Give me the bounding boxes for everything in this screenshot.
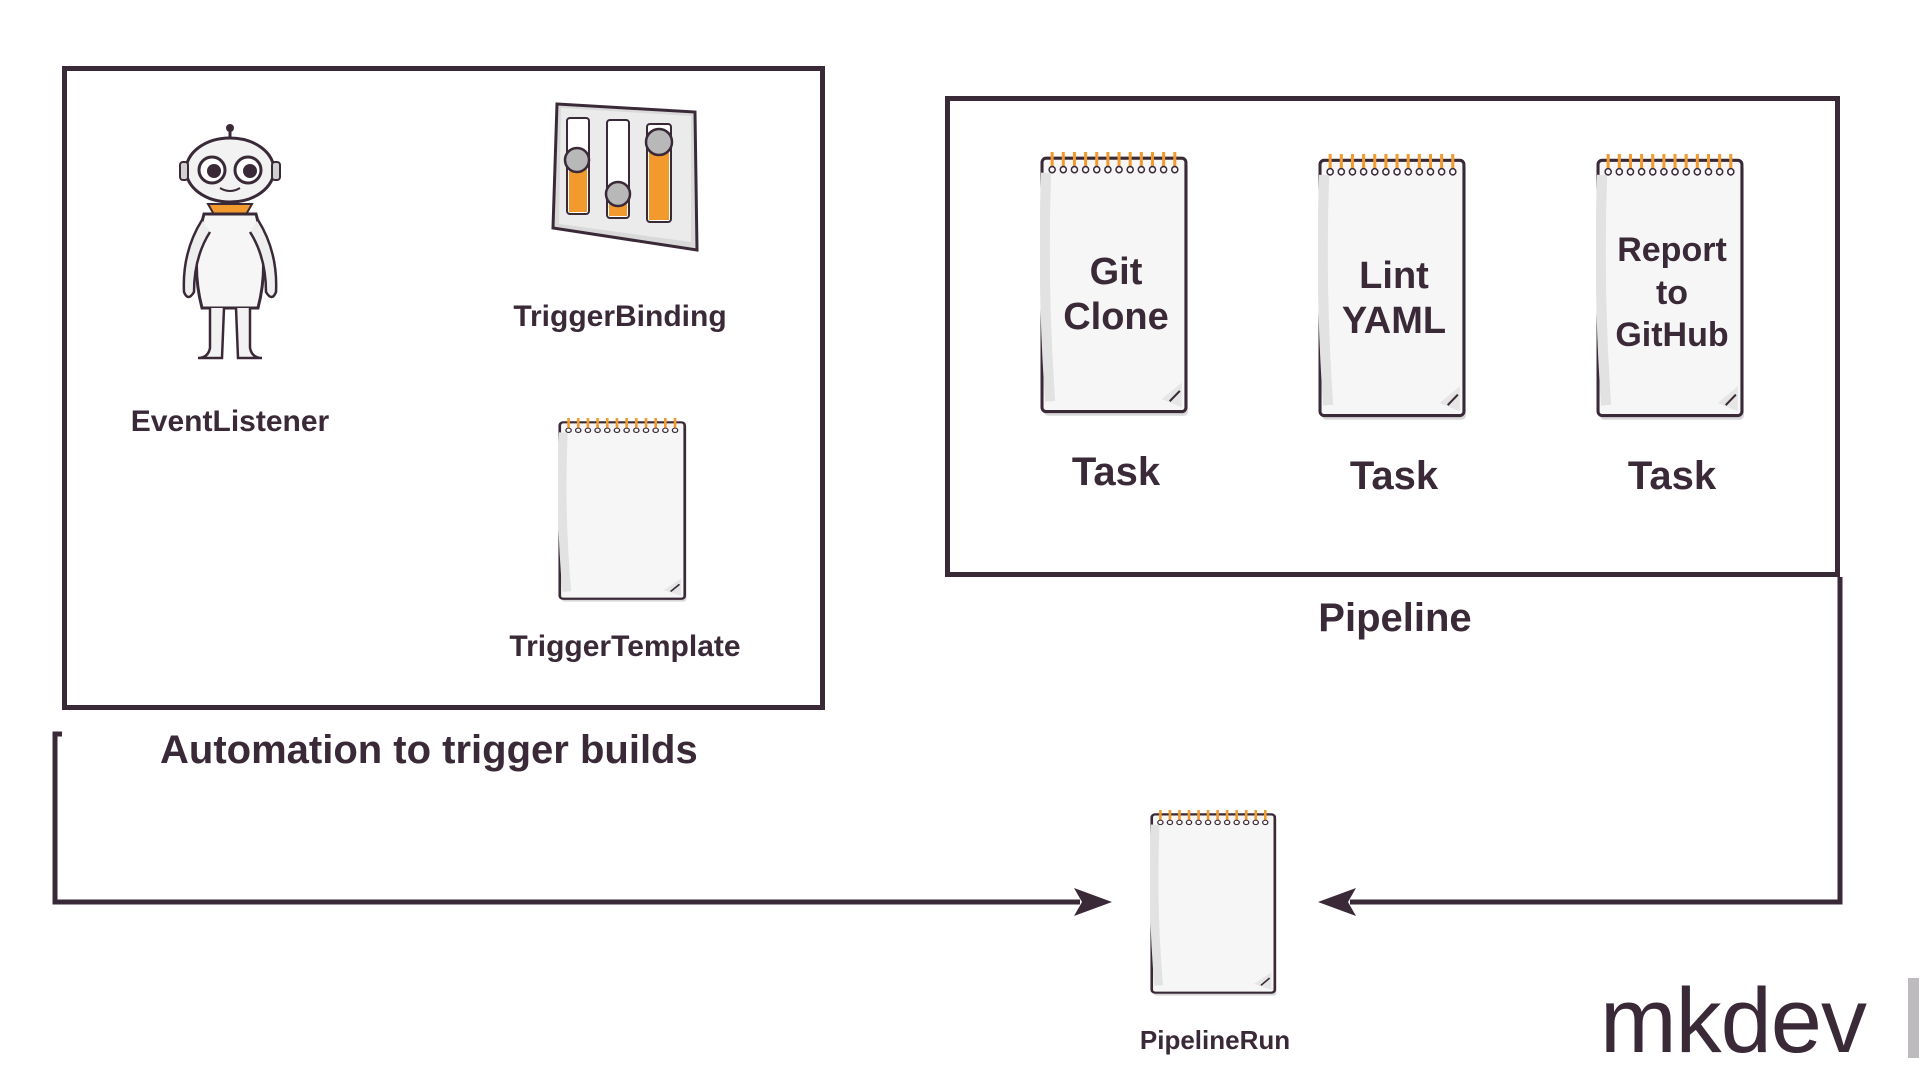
pipeline-to-pipelinerun-connector (1350, 577, 1843, 905)
event-listener-label: EventListener (130, 405, 330, 438)
pipeline-run-notepad-icon (1150, 810, 1280, 1000)
task-report-github-line-1: Report (1617, 231, 1727, 269)
task-report-github-line-2: to (1655, 273, 1689, 312)
task-report-github-line-3: GitHub (1615, 316, 1729, 354)
triggers-group-caption: Automation to trigger builds (160, 728, 698, 772)
task-lint-yaml-note: Lint YAML (1318, 154, 1470, 426)
triggers-group-box (62, 66, 825, 710)
task-git-clone-line-1: Git (1089, 251, 1143, 293)
task-label: Task (1627, 454, 1717, 498)
task-git-clone-line-2: Clone (1063, 295, 1169, 338)
task-lint-yaml-line-1: Lint (1359, 255, 1429, 297)
task-report-github-note: Report to GitHub (1596, 154, 1748, 426)
pipeline-group-caption: Pipeline (1318, 596, 1472, 640)
arrowhead-left-icon (1318, 888, 1356, 916)
task-label: Task (1349, 454, 1439, 498)
trigger-template-label: TriggerTemplate (509, 630, 741, 663)
arrowhead-right-icon (1074, 888, 1112, 916)
pipeline-run-label: PipelineRun (1139, 1025, 1291, 1055)
task-label: Task (1071, 450, 1161, 494)
trigger-binding-label: TriggerBinding (513, 300, 727, 333)
sliders-panel-icon (551, 102, 699, 252)
mkdev-logo-block (1908, 978, 1919, 1058)
robot-icon (179, 124, 281, 360)
task-lint-yaml-line-2: YAML (1341, 299, 1447, 342)
mkdev-logo: mkdev (1600, 975, 1920, 1080)
mkdev-logo-text: mkdev (1600, 970, 1867, 1072)
triggers-to-pipelinerun-connector (52, 731, 1080, 905)
task-git-clone-note: Git Clone (1040, 152, 1192, 422)
pipeline-group-box (945, 96, 1840, 577)
